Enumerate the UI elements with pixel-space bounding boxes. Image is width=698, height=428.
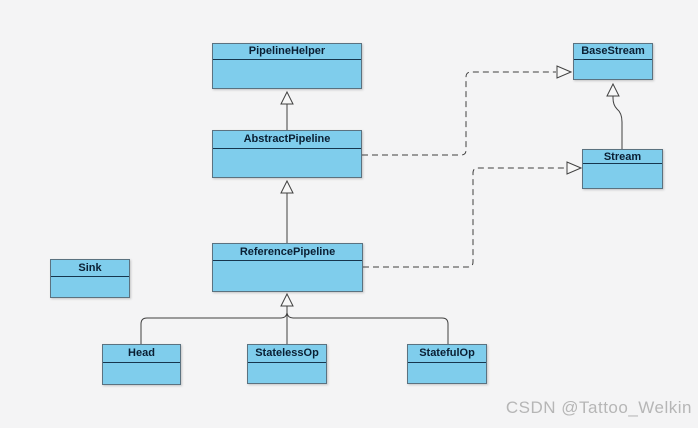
class-title: StatelessOp [248,345,326,363]
class-box-reference-pipeline: ReferencePipeline [212,243,363,292]
class-title: Stream [583,150,662,164]
class-box-sink: Sink [50,259,130,298]
class-title: BaseStream [574,44,652,60]
class-title: Sink [51,260,129,277]
generalization-arrow-icon [606,82,620,97]
class-box-stateful-op: StatefulOp [407,344,487,384]
realization-arrow-icon [566,161,583,175]
generalization-arrow-icon [280,90,294,105]
generalization-arrow-icon [280,292,294,307]
edge-tree-branch-head [140,312,288,344]
class-title: StatefulOp [408,345,486,363]
class-box-abstract-pipeline: AbstractPipeline [212,130,362,178]
class-box-stateless-op: StatelessOp [247,344,327,384]
class-title: ReferencePipeline [213,244,362,261]
realization-arrow-icon [556,65,573,79]
generalization-arrow-icon [280,179,294,194]
class-box-pipeline-helper: PipelineHelper [212,43,362,89]
class-title: AbstractPipeline [213,131,361,149]
edge-abstractpipeline-to-basestream-dashed [362,71,556,156]
class-title: PipelineHelper [213,44,361,60]
class-box-head: Head [102,344,181,385]
watermark-text: CSDN @Tattoo_Welkin [505,398,692,417]
class-box-stream: Stream [582,149,663,189]
edge-referencepipeline-to-stream-dashed [363,167,566,268]
edge-stream-to-basestream [612,96,623,149]
class-title: Head [103,345,180,363]
class-box-base-stream: BaseStream [573,43,653,80]
edge-tree-branch-statefulop [286,312,449,344]
